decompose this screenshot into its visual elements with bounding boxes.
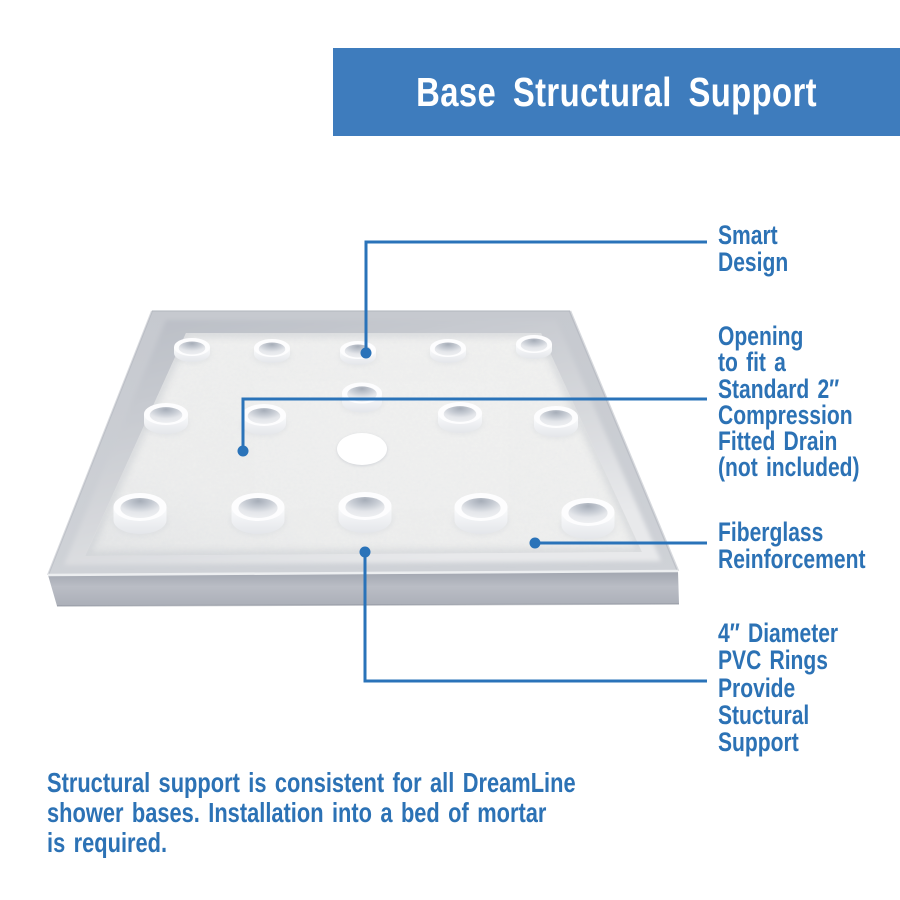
drain-hole [336,433,388,467]
fiberglass-callout-dot [529,537,541,549]
footer-note: Structural support is consistent for all… [47,767,576,858]
smart-design-callout-line [364,240,707,353]
pvc-rings-callout-dot [359,546,371,558]
callout-fiberglass: Fiberglass Reinforcement [718,517,866,574]
drain-opening-callout-line [241,397,707,451]
pvc-rings [111,335,617,542]
drain-opening-callout-dot [237,445,249,457]
callout-drain-opening: Opening to fit a Standard 2″ Compression… [718,321,860,483]
callout-smart-design: Smart Design [718,220,789,277]
pvc-rings-callout-line [363,552,707,683]
smart-design-callout-dot [360,347,372,359]
callout-pvc-rings: 4″ Diameter PVC Rings Provide Stuctural … [718,618,839,758]
page-title: Base Structural Support [416,68,817,115]
title-banner: Base Structural Support [333,48,900,136]
